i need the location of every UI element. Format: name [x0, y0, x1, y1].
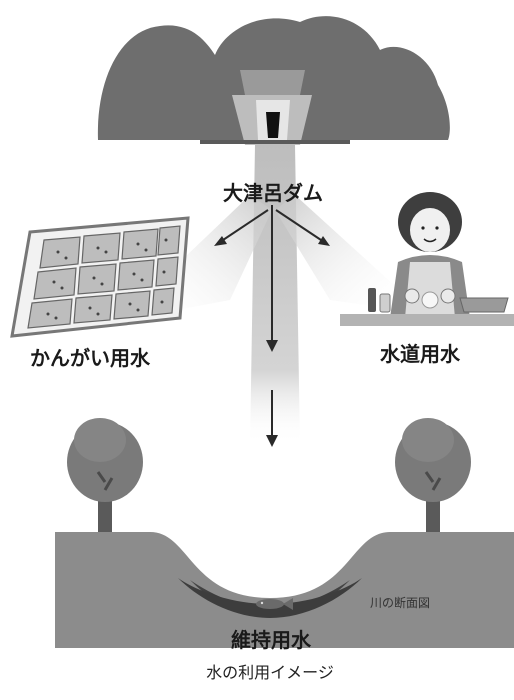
tree-icon: [67, 418, 143, 532]
water-supply-label: 水道用水: [380, 342, 461, 366]
river-cross-section: [55, 532, 514, 648]
figure-caption: 水の利用イメージ: [206, 663, 334, 682]
person-washing-icon: [340, 192, 514, 326]
flow-arrows: [214, 205, 330, 447]
river-section-label: 川の断面図: [370, 595, 430, 610]
tree-icon: [395, 418, 471, 532]
rice-field-icon: [10, 216, 190, 338]
dam-label: 大津呂ダム: [223, 181, 323, 205]
fish-icon: [256, 598, 293, 610]
dam-icon: [97, 16, 450, 145]
irrigation-label: かんがい用水: [30, 346, 151, 370]
maintenance-label: 維持用水: [231, 628, 312, 652]
